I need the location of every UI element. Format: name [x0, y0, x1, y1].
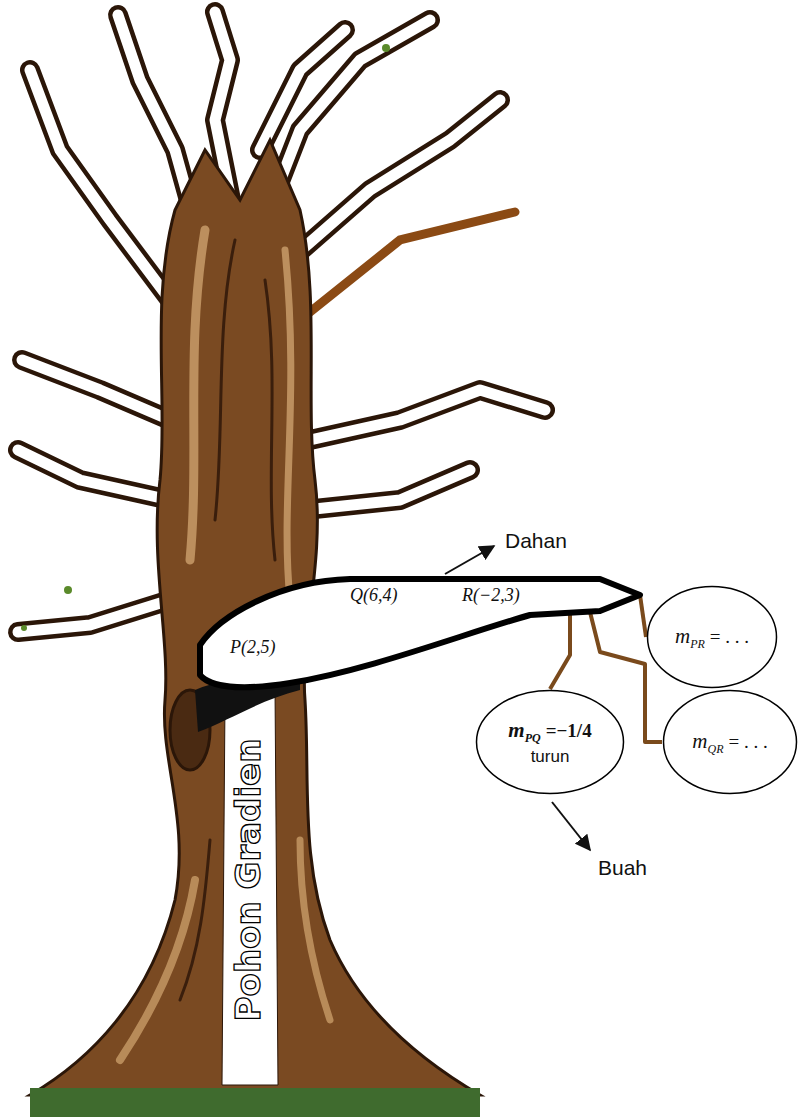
point-label: P(2,5) — [230, 637, 275, 659]
fruit-outline — [664, 691, 797, 794]
fruit-stem — [640, 595, 646, 637]
point-label: Q(6,4) — [350, 585, 398, 607]
branch-outline — [200, 575, 640, 695]
gradient-text: = . . . — [710, 626, 749, 647]
text-line: mPR = . . . — [675, 623, 749, 652]
fruit-text: mPQ =−1/4 turun — [508, 717, 591, 767]
fruit-text: mPR = . . . — [675, 623, 749, 652]
tree-title: Pohon Gradien — [223, 690, 273, 1070]
leader-arrow — [552, 802, 590, 850]
fruit-circle: mPQ =−1/4 turun — [475, 689, 625, 795]
fruit-circle: mQR = . . . — [662, 689, 798, 795]
text-line: turun — [508, 746, 591, 767]
fruit-outline — [477, 691, 624, 794]
gradient-text: = . . . — [728, 731, 767, 752]
gradient-text: PQ — [525, 731, 541, 745]
gradient-text: =−1/4 — [546, 720, 592, 741]
gradient-text: PR — [690, 637, 705, 651]
text-line: mQR = . . . — [692, 728, 767, 757]
gradient-text: m — [692, 729, 707, 753]
branch-outline — [200, 579, 640, 687]
text-line: mPQ =−1/4 — [508, 717, 591, 746]
leader-arrow — [445, 546, 494, 574]
trunk-band — [222, 688, 278, 1085]
point-label: R(−2,3) — [462, 585, 520, 607]
gradient-text: m — [508, 718, 524, 742]
fruit-stem — [550, 613, 570, 689]
branch-label: Dahan — [505, 529, 567, 552]
gradient-text: m — [675, 624, 690, 648]
gradient-text: turun — [531, 747, 570, 766]
gradient-text: QR — [707, 742, 723, 756]
ground — [30, 1088, 480, 1117]
fruit-text: mQR = . . . — [692, 728, 767, 757]
branch-shape: Q(6,4) R(−2,3) P(2,5) — [200, 575, 640, 695]
fruit-circle: mPR = . . . — [646, 585, 778, 689]
fruit-label: Buah — [598, 856, 647, 879]
fruit-outline — [475, 689, 625, 795]
fruit-outline — [648, 587, 777, 688]
